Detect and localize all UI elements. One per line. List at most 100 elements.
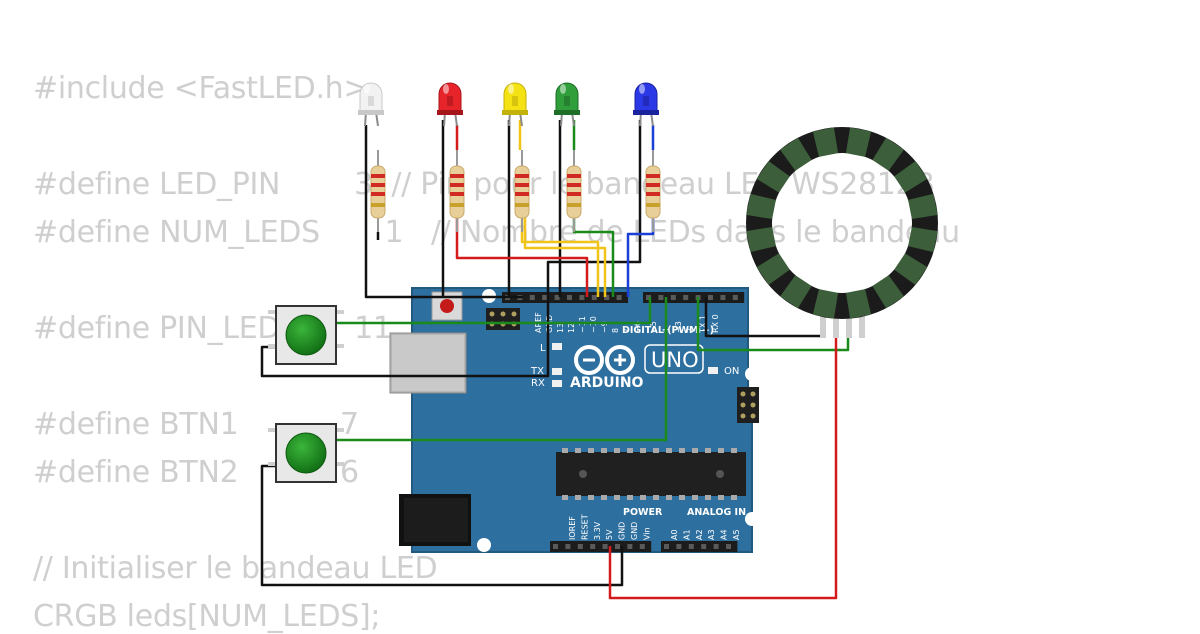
pin-label: TX 1 xyxy=(699,315,708,334)
led-yellow-icon[interactable] xyxy=(502,82,528,127)
push-button-btn[interactable] xyxy=(268,423,344,483)
usb-connector xyxy=(389,332,467,394)
pin-label: ~6 xyxy=(633,321,642,333)
push-button-led[interactable] xyxy=(268,305,344,365)
ring-pixel xyxy=(872,275,904,309)
led-blue-icon[interactable] xyxy=(633,82,659,127)
pin-label: GND xyxy=(630,522,639,540)
header-pin[interactable] xyxy=(554,295,560,300)
resistor-icon[interactable] xyxy=(514,150,530,232)
pin-label: A4 xyxy=(720,529,729,540)
header-pin[interactable] xyxy=(658,295,664,300)
resistor-icon[interactable] xyxy=(370,150,386,232)
header-pin[interactable] xyxy=(565,544,571,549)
ring-pixel xyxy=(746,226,776,253)
resistor-icon[interactable] xyxy=(566,150,582,232)
header-pin[interactable] xyxy=(627,544,633,549)
digital-pwm-label: DIGITAL (PWM ~) xyxy=(622,325,714,336)
header-pin[interactable] xyxy=(590,544,596,549)
header-pin[interactable] xyxy=(602,544,608,549)
header-pin[interactable] xyxy=(579,295,585,300)
icsp-header-top xyxy=(486,308,520,330)
power-header xyxy=(550,541,652,552)
wire-yellow-led-signal-2[interactable] xyxy=(523,216,607,297)
header-pin[interactable] xyxy=(701,544,707,549)
wire-gnd-button2[interactable] xyxy=(260,464,624,587)
arduino-logo-text: ARDUINO xyxy=(570,375,644,391)
header-pin[interactable] xyxy=(670,295,676,300)
pin-label: 12 xyxy=(567,323,576,333)
onboard-led-tx xyxy=(552,368,562,375)
icsp-header-right xyxy=(737,387,759,423)
led-row xyxy=(358,82,659,127)
label-l: L xyxy=(540,343,546,354)
pin-label: A3 xyxy=(707,529,716,540)
header-pin[interactable] xyxy=(604,295,610,300)
header-pin[interactable] xyxy=(683,295,689,300)
ring-pixel xyxy=(894,161,928,193)
label-rx: RX xyxy=(531,378,545,389)
header-pin[interactable] xyxy=(720,295,726,300)
ring-pixel xyxy=(780,275,812,309)
resistor-icon[interactable] xyxy=(449,150,465,232)
led-white-icon[interactable] xyxy=(358,82,384,127)
header-pin[interactable] xyxy=(732,295,738,300)
pin-label: ~9 xyxy=(600,321,609,333)
header-pin[interactable] xyxy=(529,295,535,300)
ring-pins xyxy=(820,314,865,338)
led-green-icon[interactable] xyxy=(554,82,580,127)
header-pin[interactable] xyxy=(688,544,694,549)
header-pin[interactable] xyxy=(542,295,548,300)
pin-label: RESET xyxy=(580,514,589,540)
led-red-icon[interactable] xyxy=(437,82,463,127)
pin-label: 3.3V xyxy=(593,521,602,540)
resistor-icon[interactable] xyxy=(645,150,661,232)
header-pin[interactable] xyxy=(726,544,731,549)
arduino-uno-board[interactable]: L TX RX ON ARDUINO UNO DIGITAL (PWM ~) P… xyxy=(389,287,759,553)
pin-label: 13 xyxy=(556,323,565,333)
header-pin[interactable] xyxy=(553,544,558,549)
header-pin[interactable] xyxy=(577,544,583,549)
button-cap-icon[interactable] xyxy=(285,314,327,356)
header-pin[interactable] xyxy=(567,295,572,300)
pin-label: A0 xyxy=(670,529,679,540)
header-pin[interactable] xyxy=(616,295,622,300)
neopixel-ring[interactable] xyxy=(746,127,938,338)
button-cap-icon[interactable] xyxy=(285,432,327,474)
ring-pixel xyxy=(812,289,839,319)
ring-pixel xyxy=(780,137,812,171)
pin-label: ~3 xyxy=(674,321,683,333)
onboard-led-on xyxy=(708,367,718,374)
header-pin[interactable] xyxy=(591,295,597,300)
atmega-chip xyxy=(556,448,746,500)
pin-label: GND xyxy=(618,522,627,540)
ring-pixel xyxy=(756,253,790,285)
header-pin[interactable] xyxy=(676,544,682,549)
header-pin[interactable] xyxy=(664,544,669,549)
header-pin[interactable] xyxy=(708,295,713,300)
arduino-infinity-logo-icon xyxy=(574,345,635,375)
header-pin[interactable] xyxy=(646,295,651,300)
wire-green-btn1[interactable] xyxy=(336,297,668,442)
digital-header-right xyxy=(643,292,745,303)
header-pin[interactable] xyxy=(713,544,719,549)
wire-gnd-blue-led[interactable] xyxy=(546,120,642,297)
pin-label: A1 xyxy=(682,529,691,540)
wire-red-led-signal[interactable] xyxy=(455,125,589,297)
pin-label: 2 xyxy=(686,328,695,333)
wire-gnd-led-bus[interactable] xyxy=(364,125,523,299)
power-label: POWER xyxy=(623,507,663,518)
pin-label: Vin xyxy=(642,527,651,540)
resistor-row xyxy=(370,150,661,232)
wire-green-pin11-button[interactable] xyxy=(336,297,652,325)
pin-label: IOREF xyxy=(568,516,577,540)
header-pin[interactable] xyxy=(639,544,645,549)
mounting-hole xyxy=(477,538,491,552)
wire-gnd-button1[interactable] xyxy=(260,297,550,378)
mounting-hole xyxy=(745,367,759,381)
ring-pixel xyxy=(756,161,790,193)
header-pin[interactable] xyxy=(615,544,620,549)
wire-red-5v-ring[interactable] xyxy=(608,320,838,600)
